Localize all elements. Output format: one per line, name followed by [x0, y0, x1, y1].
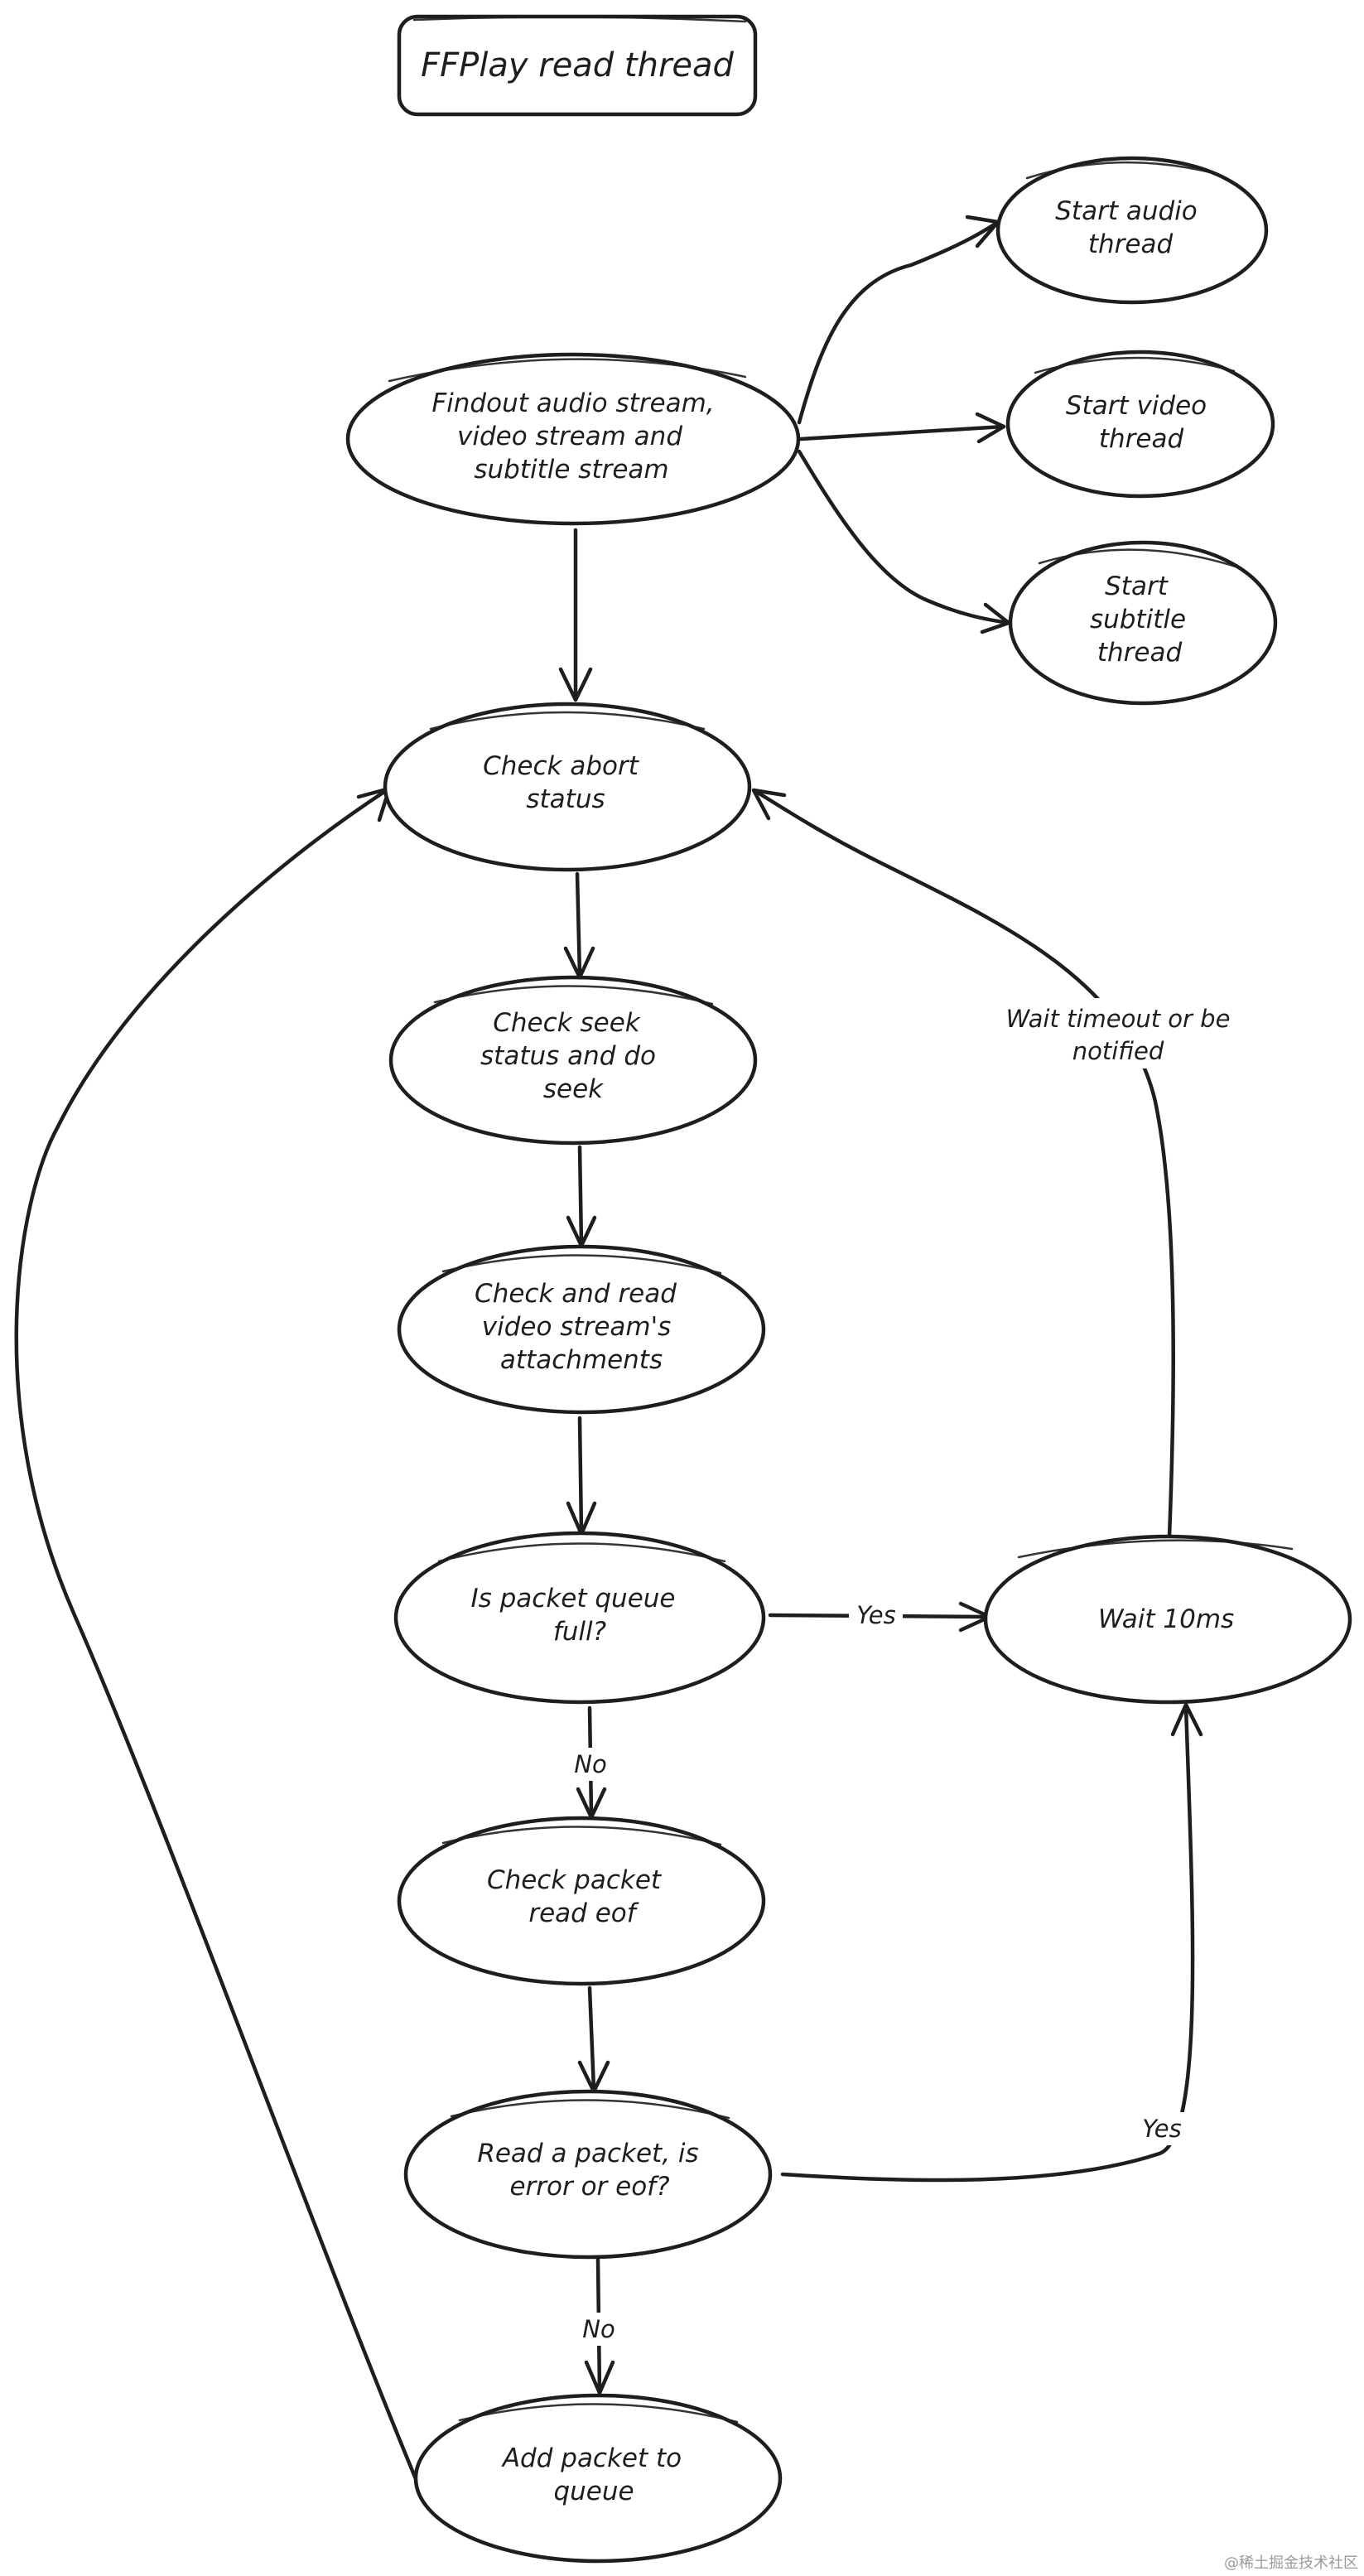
- node-read-packet-line-1: Read a packet, is: [477, 2139, 698, 2168]
- node-find-streams-line-3: subtitle stream: [474, 455, 668, 485]
- node-start-video-line-2: thread: [1099, 424, 1184, 454]
- edge-label-wait-loop: Wait timeout or be notified: [990, 998, 1246, 1069]
- node-check-attachments: Check and read video stream's attachment…: [397, 1244, 766, 1415]
- node-check-abort-status: Check abort status: [383, 702, 752, 872]
- edge-label-wait-loop-line-1: Wait timeout or be: [1006, 1005, 1231, 1033]
- node-start-audio-line-2: thread: [1088, 229, 1174, 259]
- node-wait-10ms-line-1: Wait 10ms: [1098, 1604, 1234, 1634]
- watermark: @稀土掘金技术社区: [1224, 2554, 1358, 2572]
- edge-eof-to-read: [577, 1985, 610, 2094]
- node-start-audio-thread: Start audio thread: [995, 156, 1269, 305]
- node-check-attachments-line-3: attachments: [500, 1345, 663, 1375]
- edge-find-to-subtitle: [797, 449, 1011, 634]
- node-check-packet-eof: Check packet read eof: [397, 1816, 766, 1986]
- edge-label-queue-no-text: No: [574, 1750, 606, 1778]
- node-start-subtitle-line-3: thread: [1097, 638, 1183, 668]
- node-find-streams: Findout audio stream, video stream and s…: [345, 352, 801, 526]
- edge-abort-to-seek: [563, 871, 595, 980]
- node-find-streams-line-2: video stream and: [457, 422, 682, 451]
- edge-label-queue-yes: Yes: [849, 1599, 903, 1632]
- edge-label-wait-loop-line-2: notified: [1072, 1037, 1164, 1065]
- node-wait-10ms: Wait 10ms: [983, 1534, 1352, 1705]
- node-check-seek-line-3: seek: [543, 1074, 604, 1104]
- node-start-subtitle-thread: Start subtitle thread: [1008, 540, 1278, 706]
- node-start-video-thread: Start video thread: [1005, 350, 1275, 499]
- node-add-packet-to-queue: Add packet to queue: [413, 2393, 783, 2564]
- edge-label-read-yes: Yes: [1136, 2112, 1188, 2145]
- node-start-subtitle-line-2: subtitle: [1090, 605, 1186, 634]
- diagram-title: FFPlay read thread: [421, 46, 734, 84]
- edge-add-to-abort-loop: [14, 786, 421, 2487]
- node-check-seek-line-2: status and do: [480, 1041, 656, 1071]
- node-read-packet-line-2: error or eof?: [509, 2172, 669, 2202]
- edge-find-to-video: [798, 412, 1006, 444]
- edge-wait-to-abort: [751, 788, 1175, 1539]
- edge-attachments-to-queue: [566, 1416, 597, 1536]
- node-check-abort-line-1: Check abort: [483, 751, 640, 781]
- node-read-packet-decision: Read a packet, is error or eof?: [403, 2089, 773, 2260]
- node-add-packet-line-1: Add packet to: [501, 2443, 682, 2473]
- edge-label-queue-no: No: [571, 1748, 613, 1781]
- node-check-attachments-line-1: Check and read: [475, 1279, 677, 1309]
- node-check-abort-line-2: status: [526, 784, 605, 814]
- edge-label-queue-yes-text: Yes: [856, 1601, 895, 1629]
- node-check-attachments-line-2: video stream's: [482, 1312, 672, 1342]
- edge-label-read-no-text: No: [582, 2315, 615, 2343]
- node-check-eof-line-2: read eof: [528, 1898, 639, 1928]
- node-find-streams-line-1: Findout audio stream,: [431, 388, 714, 418]
- node-start-audio-line-1: Start audio: [1055, 196, 1197, 226]
- edge-label-read-no: No: [580, 2313, 621, 2346]
- node-queue-full-line-1: Is packet queue: [470, 1584, 675, 1614]
- diagram-title-box: FFPlay read thread: [397, 14, 758, 117]
- edge-label-read-yes-text: Yes: [1142, 2115, 1181, 2143]
- edge-read-to-wait: [780, 1702, 1203, 2183]
- node-check-seek-line-1: Check seek: [493, 1008, 641, 1038]
- node-queue-full-decision: Is packet queue full?: [393, 1531, 766, 1705]
- edge-find-to-audio: [797, 215, 1000, 425]
- node-check-eof-line-1: Check packet: [487, 1865, 663, 1895]
- node-start-subtitle-line-1: Start: [1105, 572, 1169, 601]
- edge-find-to-abort: [558, 528, 593, 702]
- node-check-seek-status: Check seek status and do seek: [388, 975, 758, 1146]
- node-add-packet-line-2: queue: [553, 2477, 634, 2506]
- node-queue-full-line-2: full?: [553, 1617, 606, 1647]
- node-start-video-line-1: Start video: [1066, 391, 1207, 421]
- edge-seek-to-attachments: [566, 1145, 597, 1248]
